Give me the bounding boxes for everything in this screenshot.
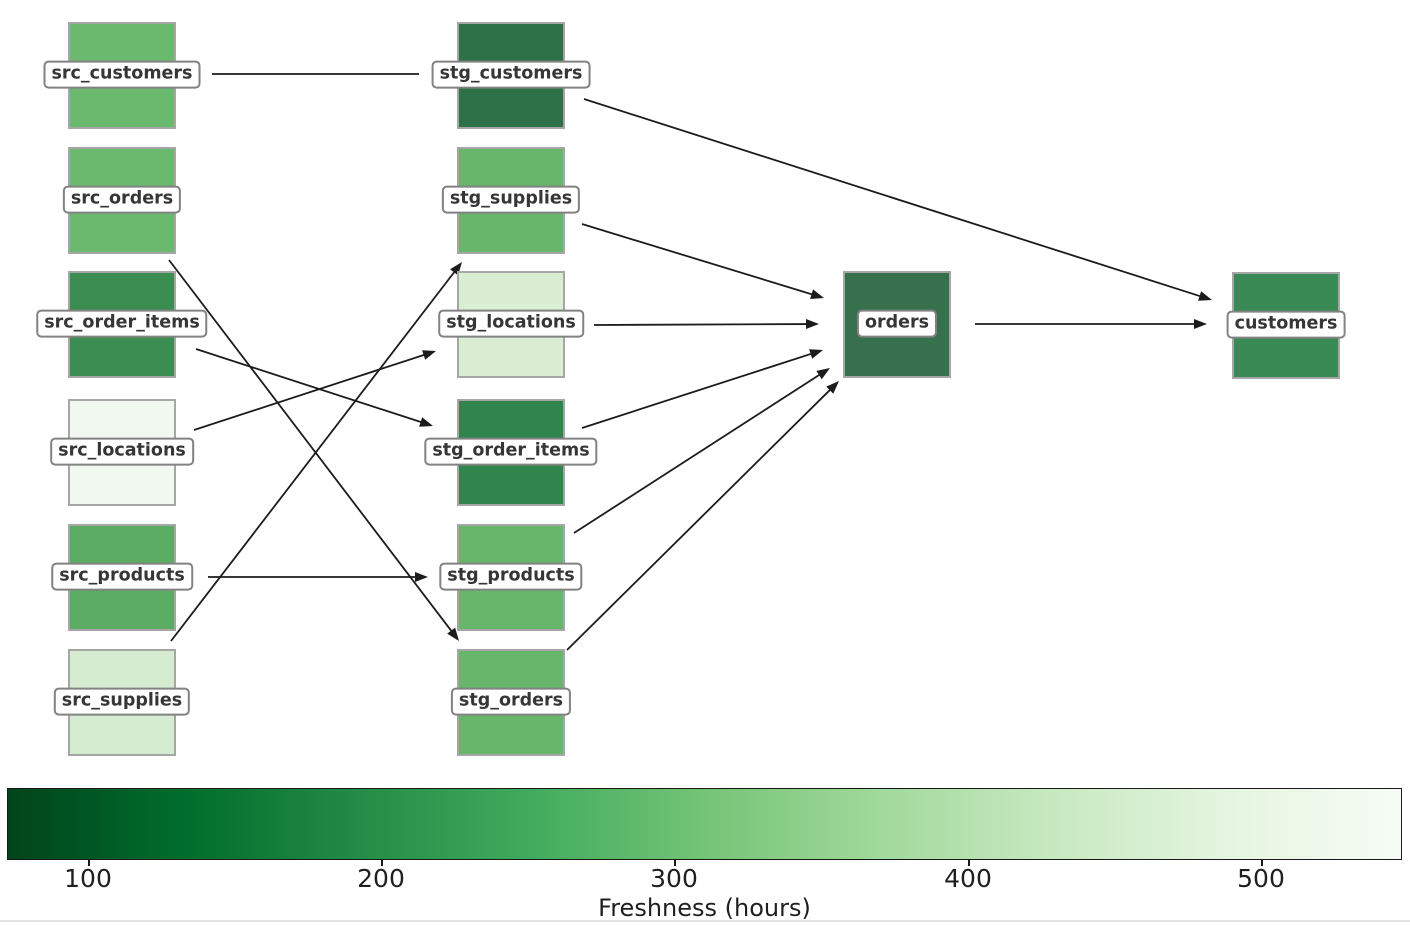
colorbar-tick-500	[1261, 860, 1263, 866]
node-label-src_orders: src_orders	[62, 185, 182, 214]
arrowhead-stg_locations-to-orders	[805, 319, 819, 330]
arrowhead-stg_customers-to-customers	[1198, 291, 1212, 301]
freshness-colorbar	[7, 788, 1402, 860]
node-label-src_customers: src_customers	[43, 60, 201, 89]
arrowhead-src_locations-to-stg_locations	[422, 350, 436, 360]
colorbar-tick-100	[88, 860, 90, 866]
arrowhead-stg_supplies-to-orders	[810, 289, 824, 299]
colorbar-ticklabel-100: 100	[64, 864, 112, 893]
edge-src_order_items-to-stg_order_items	[195, 348, 424, 424]
edge-stg_products-to-orders	[573, 372, 822, 534]
node-label-orders: orders	[856, 309, 938, 338]
edge-stg_supplies-to-orders	[581, 223, 815, 296]
arrowhead-stg_orders-to-orders	[826, 381, 839, 394]
node-label-src_order_items: src_order_items	[36, 309, 208, 338]
edge-stg_order_items-to-orders	[581, 352, 814, 429]
node-label-src_locations: src_locations	[50, 437, 194, 466]
node-label-src_supplies: src_supplies	[53, 687, 191, 716]
node-label-src_products: src_products	[51, 562, 193, 591]
colorbar-ticklabel-400: 400	[944, 864, 992, 893]
node-label-stg_products: stg_products	[439, 562, 583, 591]
node-label-stg_supplies: stg_supplies	[441, 185, 581, 214]
colorbar-axis-label: Freshness (hours)	[598, 894, 811, 922]
node-label-stg_order_items: stg_order_items	[424, 437, 598, 466]
arrowhead-orders-to-customers	[1194, 319, 1207, 329]
figure-bottom-hairline	[0, 920, 1410, 922]
colorbar-tick-400	[968, 860, 970, 866]
arrowhead-src_products-to-stg_products	[415, 572, 428, 582]
edge-src_supplies-to-stg_supplies	[170, 269, 457, 642]
node-label-stg_customers: stg_customers	[431, 60, 591, 89]
edge-src_orders-to-stg_orders	[168, 259, 454, 634]
arrowhead-stg_products-to-orders	[816, 368, 830, 380]
edge-stg_customers-to-customers	[583, 98, 1203, 298]
arrowhead-src_order_items-to-stg_order_items	[419, 417, 433, 427]
arrowhead-stg_order_items-to-orders	[809, 349, 823, 359]
node-label-stg_orders: stg_orders	[450, 687, 572, 716]
node-label-stg_locations: stg_locations	[438, 309, 584, 338]
edge-src_locations-to-stg_locations	[193, 353, 427, 431]
colorbar-ticklabel-300: 300	[650, 864, 698, 893]
colorbar-tick-300	[674, 860, 676, 866]
edge-stg_locations-to-orders	[593, 323, 809, 326]
colorbar-ticklabel-200: 200	[357, 864, 405, 893]
node-label-customers: customers	[1226, 310, 1346, 339]
edge-stg_orders-to-orders	[566, 387, 833, 651]
colorbar-tick-200	[381, 860, 383, 866]
colorbar-ticklabel-500: 500	[1237, 864, 1285, 893]
